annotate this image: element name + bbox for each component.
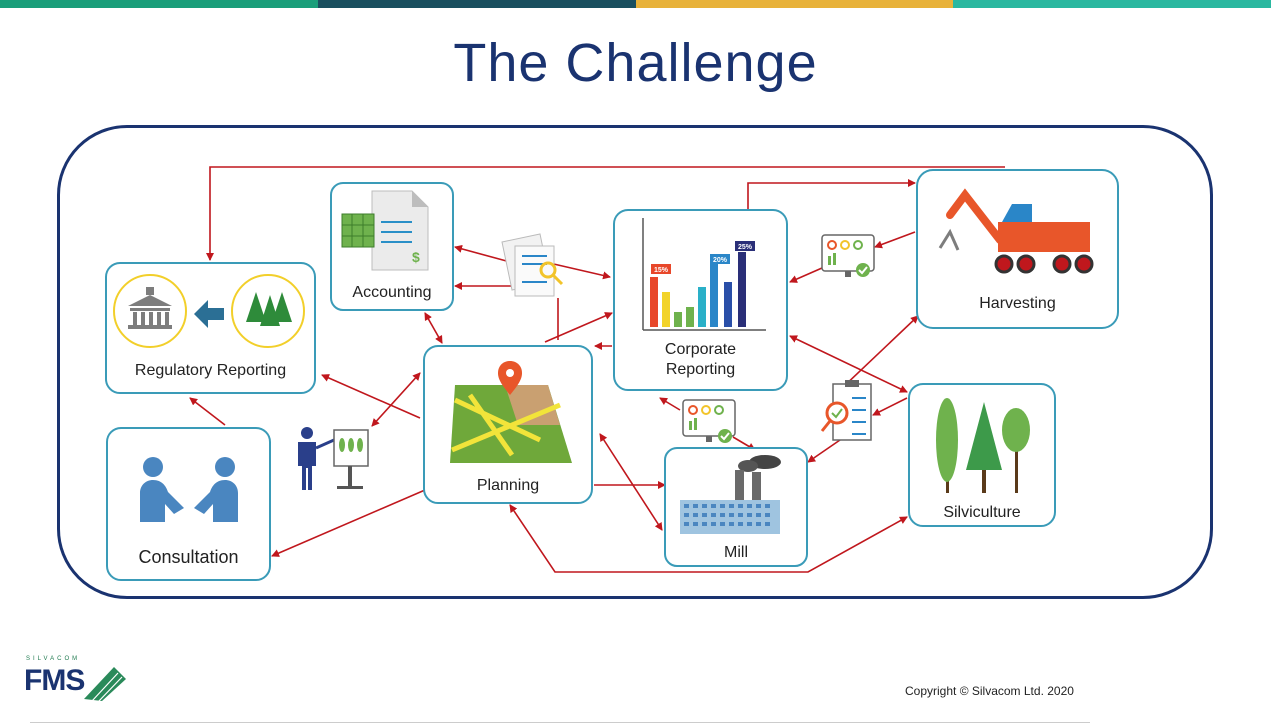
arrow-presenter-planning bbox=[371, 372, 421, 427]
corporate-reporting-label-line1: Corporate bbox=[664, 341, 737, 358]
spreadsheet-document-icon: $ bbox=[341, 190, 429, 271]
arrow-corporate-to-mill-monitor bbox=[659, 397, 681, 411]
planning-label: Planning bbox=[476, 477, 540, 494]
checklist-search-icon bbox=[820, 380, 872, 441]
arrow-planning-to-consultation bbox=[271, 489, 426, 557]
arrow-monitor-to-corporate bbox=[789, 267, 823, 283]
trees-icon bbox=[936, 398, 1030, 493]
top-bar-segment-2 bbox=[317, 0, 636, 8]
arrow-accounting-planning bbox=[424, 312, 443, 344]
arrow-harvest-to-corporate bbox=[874, 231, 916, 249]
arrow-planning-to-regulatory bbox=[321, 374, 421, 419]
node-corporate-reporting[interactable]: 15% 20% 25% bbox=[613, 209, 788, 391]
top-bar-segment-3 bbox=[635, 0, 954, 8]
node-mill[interactable] bbox=[664, 447, 808, 567]
fms-logo-icon bbox=[84, 667, 126, 704]
arrow-planning-mill-diag bbox=[599, 433, 663, 531]
presenter-icon bbox=[298, 427, 369, 490]
chart-label-2: 20% bbox=[713, 257, 728, 264]
node-silviculture[interactable] bbox=[908, 383, 1056, 527]
accounting-label: Accounting bbox=[352, 284, 432, 301]
arrow-loop-planning-silviculture bbox=[509, 504, 908, 573]
arrow-consultation-to-regulatory bbox=[189, 397, 226, 426]
bar-chart-icon bbox=[642, 218, 766, 331]
footer-divider bbox=[30, 722, 1090, 723]
mill-label: Mill bbox=[724, 544, 748, 561]
dashboard-monitor-icon-2 bbox=[682, 399, 736, 443]
chart-label-1: 15% bbox=[654, 267, 669, 274]
arrow-harvest-to-regulatory bbox=[206, 166, 1005, 261]
node-consultation[interactable] bbox=[106, 427, 271, 581]
node-planning[interactable] bbox=[423, 345, 593, 504]
forest-icon bbox=[231, 274, 305, 348]
government-building-icon bbox=[113, 274, 187, 348]
regulatory-reporting-label: Regulatory Reporting bbox=[134, 362, 287, 379]
top-bar-segment-4 bbox=[953, 0, 1271, 8]
node-regulatory-reporting[interactable] bbox=[105, 262, 316, 394]
arrow-silviculture-to-mill bbox=[872, 397, 908, 416]
arrow-doc-to-accounting bbox=[454, 244, 511, 263]
logo-top-text: SILVACOM bbox=[26, 656, 81, 662]
arrow-corporate-silviculture bbox=[789, 335, 908, 393]
silviculture-label: Silviculture bbox=[943, 504, 1021, 521]
arrow-checklist-to-mill bbox=[807, 439, 841, 463]
copyright-text: Copyright © Silvacom Ltd. 2020 bbox=[905, 684, 1074, 698]
consultation-label: Consultation bbox=[138, 547, 239, 567]
svg-text:$: $ bbox=[412, 249, 420, 265]
arrow-mill-to-harvesting bbox=[839, 315, 919, 391]
chart-label-3: 25% bbox=[738, 244, 753, 251]
left-arrow-icon bbox=[194, 300, 224, 328]
handshake-icon bbox=[140, 457, 238, 522]
document-search-icon bbox=[501, 233, 564, 297]
node-harvesting[interactable] bbox=[916, 169, 1119, 329]
slide-title: The Challenge bbox=[453, 33, 818, 93]
top-bar-segment-1 bbox=[0, 0, 318, 8]
corporate-reporting-label-line2: Reporting bbox=[665, 361, 736, 378]
dashboard-monitor-icon bbox=[821, 234, 875, 277]
node-accounting[interactable]: $ bbox=[330, 182, 454, 311]
logo-main-text: FMS bbox=[24, 664, 85, 697]
arrow-corporate-to-harvesting bbox=[747, 179, 916, 210]
arrow-doc-to-corporate bbox=[544, 261, 611, 280]
connector-arrows bbox=[189, 166, 1005, 573]
harvesting-label: Harvesting bbox=[979, 295, 1056, 312]
harvester-machine-icon bbox=[938, 188, 1094, 274]
diagram-frame bbox=[57, 125, 1213, 599]
top-color-bar bbox=[0, 0, 1271, 8]
map-pin-icon bbox=[450, 361, 572, 463]
factory-icon bbox=[680, 455, 781, 534]
arrow-planning-to-corporate bbox=[544, 312, 613, 343]
